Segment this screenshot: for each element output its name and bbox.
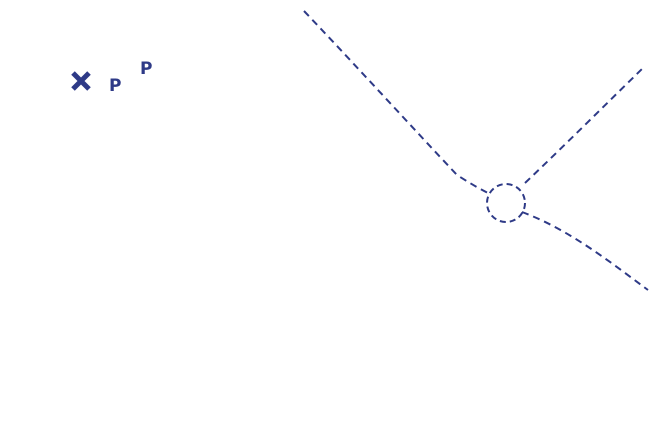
cross-icon bbox=[71, 71, 91, 91]
parking-label-2: P bbox=[140, 59, 152, 79]
parking-label-1: P bbox=[109, 76, 121, 96]
route-upper-left bbox=[303, 10, 489, 194]
dashed-circle-junction bbox=[486, 183, 526, 223]
route-upper-right bbox=[524, 67, 644, 184]
route-lower-right bbox=[521, 211, 649, 291]
